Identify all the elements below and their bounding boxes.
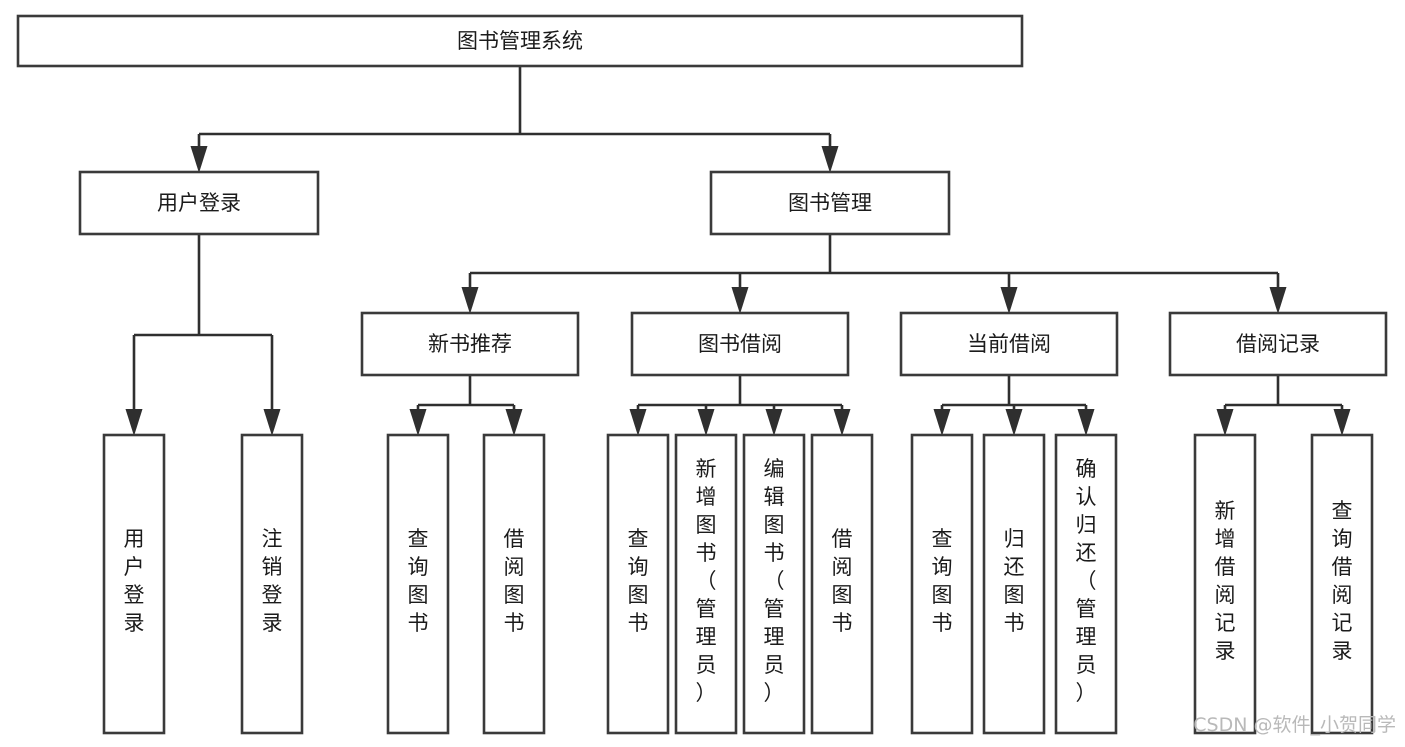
connector-group-root-to-level1: [190, 66, 839, 173]
arrow-head-icon: [833, 409, 851, 436]
node-box-rec-query-book[interactable]: [386, 433, 450, 735]
node-label-rec-borrow-book: 借阅图书: [504, 527, 525, 635]
node-layer: 图书管理系统用户登录图书管理用户登录注销登录新书推荐图书借阅当前借阅借阅记录查询…: [16, 14, 1388, 735]
arrow-head-icon: [933, 409, 951, 436]
arrow-head-icon: [409, 409, 427, 436]
node-box-brw-query-book[interactable]: [606, 433, 670, 735]
node-box-rec-borrow-book[interactable]: [482, 433, 546, 735]
node-brw-query-book[interactable]: 查询图书: [606, 433, 670, 735]
node-label-rec-query-record: 查询借阅记录: [1332, 499, 1353, 663]
arrow-head-icon: [263, 409, 281, 436]
node-book-borrow[interactable]: 图书借阅: [630, 311, 850, 377]
node-new-book-rec[interactable]: 新书推荐: [360, 311, 580, 377]
node-user-login[interactable]: 用户登录: [78, 170, 320, 236]
node-label-brw-query-book: 查询图书: [628, 527, 649, 635]
node-root[interactable]: 图书管理系统: [16, 14, 1024, 68]
node-box-new-book-rec[interactable]: [360, 311, 580, 377]
node-box-brw-add-book[interactable]: [674, 433, 738, 735]
connector-group-bookborrow-to-children: [629, 375, 851, 436]
arrow-head-icon: [1333, 409, 1351, 436]
node-label-cur-return-book: 归还图书: [1004, 527, 1025, 635]
node-box-rec-query-record[interactable]: [1310, 433, 1374, 735]
node-cur-confirm-return[interactable]: 确认归还（管理员）: [1054, 433, 1118, 735]
node-user-logout[interactable]: 注销登录: [240, 433, 304, 735]
node-label-book-borrow: 图书借阅: [698, 332, 782, 356]
connector-group-bookmanage-to-children: [461, 234, 1287, 314]
node-label-user-login: 用户登录: [157, 191, 241, 215]
arrow-head-icon: [505, 409, 523, 436]
arrow-head-icon: [1005, 409, 1023, 436]
node-label-rec-query-book: 查询图书: [408, 527, 429, 635]
node-brw-edit-book[interactable]: 编辑图书（管理员）: [742, 433, 806, 735]
connector-group-newbookrec-to-children: [409, 375, 523, 436]
node-box-user-login-do[interactable]: [102, 433, 166, 735]
node-label-brw-edit-book: 编辑图书（管理员）: [764, 457, 785, 705]
node-label-book-manage: 图书管理: [788, 191, 872, 215]
node-label-borrow-record: 借阅记录: [1236, 332, 1320, 356]
node-box-borrow-record[interactable]: [1168, 311, 1388, 377]
connector-layer: [125, 66, 1351, 436]
connector-group-borrowrecord-to-children: [1216, 375, 1351, 436]
node-box-brw-edit-book[interactable]: [742, 433, 806, 735]
node-brw-borrow-book[interactable]: 借阅图书: [810, 433, 874, 735]
node-label-root: 图书管理系统: [457, 29, 583, 53]
arrow-head-icon: [461, 287, 479, 314]
node-brw-add-book[interactable]: 新增图书（管理员）: [674, 433, 738, 735]
node-box-rec-add-record[interactable]: [1193, 433, 1257, 735]
node-box-user-logout[interactable]: [240, 433, 304, 735]
node-box-cur-query-book[interactable]: [910, 433, 974, 735]
connector-group-currentborrow-to-children: [933, 375, 1095, 436]
node-label-cur-confirm-return: 确认归还（管理员）: [1076, 457, 1097, 705]
node-box-current-borrow[interactable]: [899, 311, 1119, 377]
node-user-login-do[interactable]: 用户登录: [102, 433, 166, 735]
node-label-cur-query-book: 查询图书: [932, 527, 953, 635]
arrow-head-icon: [731, 287, 749, 314]
node-label-current-borrow: 当前借阅: [967, 332, 1051, 356]
node-cur-return-book[interactable]: 归还图书: [982, 433, 1046, 735]
node-label-rec-add-record: 新增借阅记录: [1215, 499, 1236, 663]
node-box-book-manage[interactable]: [709, 170, 951, 236]
arrow-head-icon: [629, 409, 647, 436]
arrow-head-icon: [1216, 409, 1234, 436]
node-label-brw-borrow-book: 借阅图书: [832, 527, 853, 635]
node-label-brw-add-book: 新增图书（管理员）: [696, 457, 717, 705]
arrow-head-icon: [765, 409, 783, 436]
node-rec-query-record[interactable]: 查询借阅记录: [1310, 433, 1374, 735]
arrow-head-icon: [1077, 409, 1095, 436]
node-cur-query-book[interactable]: 查询图书: [910, 433, 974, 735]
arrow-head-icon: [821, 146, 839, 173]
node-label-new-book-rec: 新书推荐: [428, 332, 512, 356]
arrow-head-icon: [125, 409, 143, 436]
node-box-brw-borrow-book[interactable]: [810, 433, 874, 735]
node-box-cur-return-book[interactable]: [982, 433, 1046, 735]
arrow-head-icon: [1000, 287, 1018, 314]
node-current-borrow[interactable]: 当前借阅: [899, 311, 1119, 377]
node-box-user-login[interactable]: [78, 170, 320, 236]
node-label-user-logout: 注销登录: [262, 527, 283, 635]
node-label-user-login-do: 用户登录: [124, 527, 145, 635]
node-rec-add-record[interactable]: 新增借阅记录: [1193, 433, 1257, 735]
node-rec-borrow-book[interactable]: 借阅图书: [482, 433, 546, 735]
arrow-head-icon: [697, 409, 715, 436]
connector-group-userlogin-to-children: [125, 234, 281, 436]
node-book-manage[interactable]: 图书管理: [709, 170, 951, 236]
arrow-head-icon: [1269, 287, 1287, 314]
node-box-root[interactable]: [16, 14, 1024, 68]
node-box-book-borrow[interactable]: [630, 311, 850, 377]
node-box-cur-confirm-return[interactable]: [1054, 433, 1118, 735]
arrow-head-icon: [190, 146, 208, 173]
node-borrow-record[interactable]: 借阅记录: [1168, 311, 1388, 377]
watermark-label: CSDN @软件_小贺同学: [1193, 714, 1396, 736]
node-rec-query-book[interactable]: 查询图书: [386, 433, 450, 735]
